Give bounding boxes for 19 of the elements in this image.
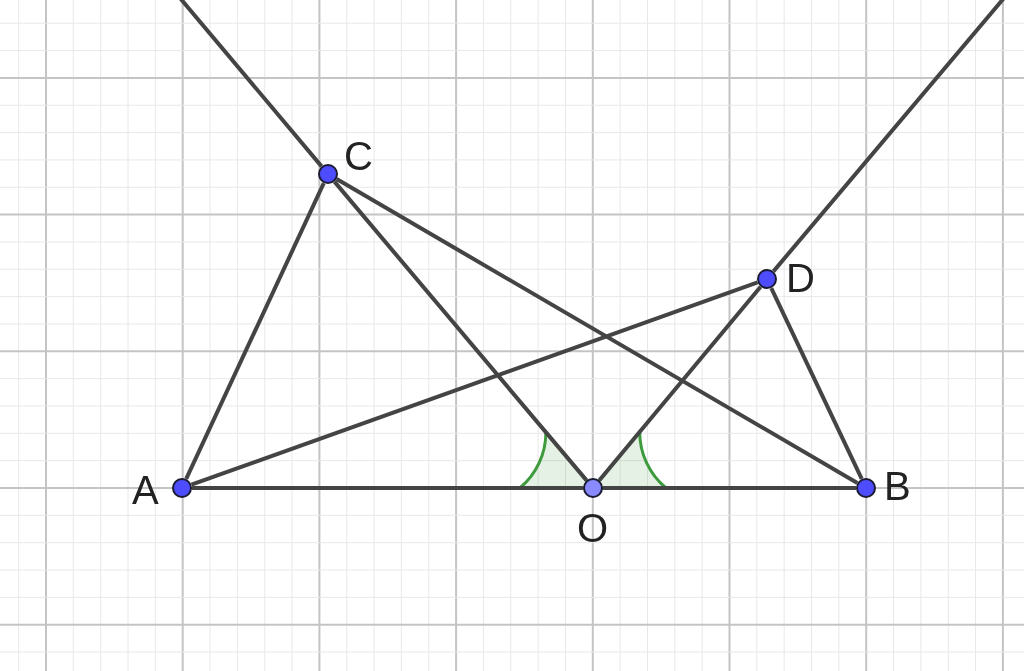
point-label: A — [132, 470, 159, 510]
point-label: D — [786, 258, 815, 298]
line-segment — [335, 177, 859, 485]
point-label: O — [577, 508, 609, 548]
point-label: B — [884, 466, 911, 506]
line-segment — [603, 486, 856, 490]
line-segment — [769, 287, 864, 480]
line-segment — [771, 0, 1006, 273]
point-marker — [856, 478, 876, 498]
line-segment — [178, 0, 324, 168]
point-label: C — [344, 136, 373, 176]
line-segment — [184, 182, 326, 480]
line-segment — [192, 486, 583, 490]
line-segment — [190, 280, 759, 487]
point-marker — [757, 269, 777, 289]
point-marker — [583, 478, 603, 498]
line-segment — [332, 180, 589, 482]
point-marker — [172, 478, 192, 498]
line-segment — [597, 285, 763, 482]
